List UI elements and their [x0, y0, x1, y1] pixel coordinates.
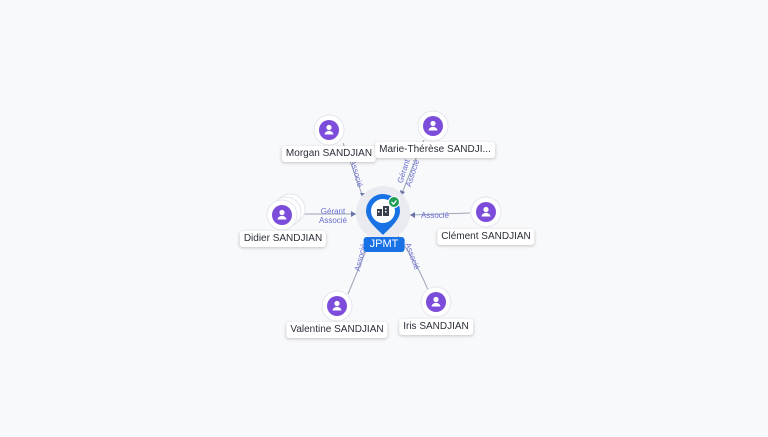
- person-label-valentine[interactable]: Valentine SANDJIAN: [286, 322, 388, 338]
- person-icon: [431, 296, 441, 307]
- company-icon: [377, 206, 389, 216]
- company-name-label[interactable]: JPMT: [363, 237, 405, 252]
- person-label-marie-therese[interactable]: Marie-Thérèse SANDJI...: [375, 142, 495, 158]
- person-node-didier[interactable]: [266, 193, 306, 231]
- person-label-didier[interactable]: Didier SANDJIAN: [239, 231, 327, 247]
- edge-label-didier-associe: Associé: [319, 216, 348, 225]
- person-label-clement[interactable]: Clément SANDJIAN: [437, 229, 535, 245]
- edge-didier: Gérant Associé: [302, 207, 356, 225]
- verified-check-icon: [388, 196, 400, 208]
- person-node-valentine[interactable]: [321, 290, 353, 322]
- person-icon: [481, 206, 491, 217]
- edge-label-morgan-associe: Associé: [348, 159, 365, 189]
- person-icon: [277, 209, 287, 220]
- edge-clement: Associé: [409, 211, 471, 220]
- person-icon: [324, 124, 334, 135]
- edge-label-clement-associe: Associé: [421, 211, 450, 220]
- person-node-clement[interactable]: [470, 196, 502, 228]
- edge-label-iris-associe: Associé: [403, 241, 421, 271]
- edge-label-didier-gerant: Gérant: [321, 207, 346, 216]
- person-node-morgan[interactable]: [313, 114, 345, 146]
- person-label-morgan[interactable]: Morgan SANDJIAN: [281, 146, 377, 162]
- person-label-iris[interactable]: Iris SANDJIAN: [399, 319, 473, 335]
- company-node[interactable]: [356, 186, 410, 240]
- edges-layer: Associé Gérant Associé Gérant Associé As…: [302, 139, 471, 295]
- nodes-layer: [266, 110, 502, 322]
- person-node-marie-therese[interactable]: [417, 110, 449, 142]
- person-icon: [332, 300, 342, 311]
- person-node-iris[interactable]: [420, 286, 452, 318]
- person-icon: [428, 120, 438, 131]
